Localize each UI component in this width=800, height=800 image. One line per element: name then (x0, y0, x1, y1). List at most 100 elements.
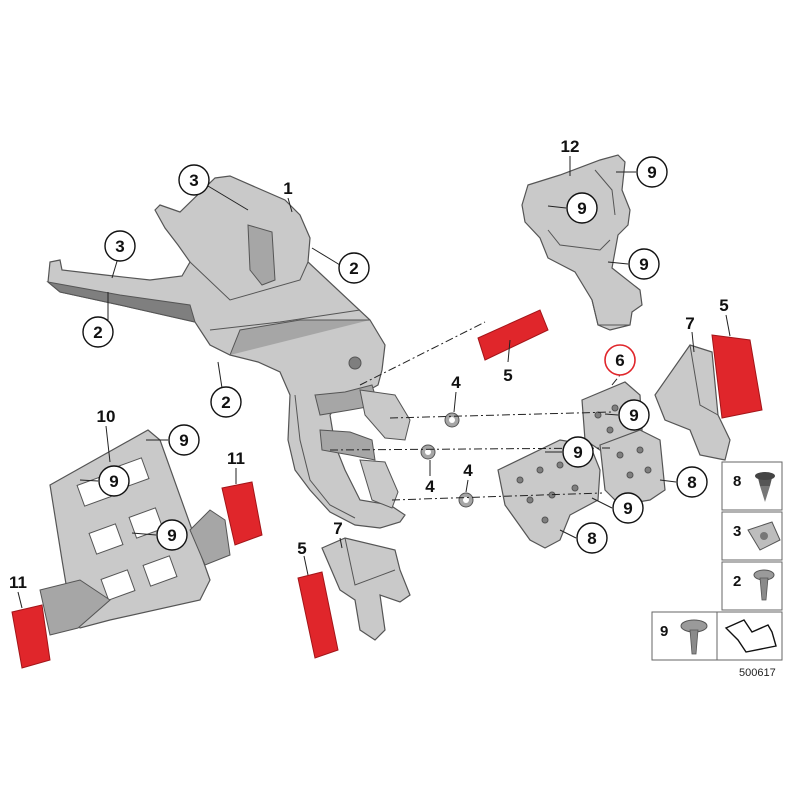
callout-c2c: 2 (210, 386, 242, 418)
callout-c4b: 4 (425, 477, 435, 496)
callout-label-c8b: 8 (587, 529, 596, 548)
callout-ring-c9i (156, 519, 188, 551)
callout-ring-c9f (612, 492, 644, 524)
reflector-holder-part-7-right (654, 344, 731, 461)
clip-nut-icon (747, 521, 781, 551)
callout-c10: 10 (97, 407, 116, 426)
callout-label-c3a: 3 (189, 171, 198, 190)
callout-c7b: 7 (333, 519, 342, 538)
leader-line-c7b (339, 537, 343, 549)
callout-c9e: 9 (562, 436, 594, 468)
callout-label-c8a: 8 (687, 473, 696, 492)
callout-label-c10: 10 (97, 407, 116, 426)
callout-c9h: 9 (98, 465, 130, 497)
legend-label-1: 8 (733, 473, 741, 490)
leader-line-c9h (79, 479, 99, 482)
leader-line-c2c (217, 361, 223, 389)
callout-ring-c9b (566, 192, 598, 224)
callout-label-c2c: 2 (221, 393, 230, 412)
reflector-part-5-left (297, 571, 339, 659)
callout-c4a: 4 (451, 373, 461, 392)
callout-ring-c3a (178, 164, 210, 196)
fastener-legend: 8 3 2 9 500617 (651, 461, 783, 679)
callout-label-c9d: 9 (629, 406, 638, 425)
leader-line-c1 (287, 197, 293, 213)
callout-label-c1: 1 (283, 179, 292, 198)
callout-label-c9b: 9 (577, 199, 586, 218)
callout-c9d: 9 (618, 399, 650, 431)
callout-ring-c2a (338, 252, 370, 284)
leader-line-c5b (725, 314, 731, 337)
callout-ring-c9d (618, 399, 650, 431)
reflector-part-11-left (11, 604, 51, 669)
callout-label-c9c: 9 (639, 255, 648, 274)
callout-label-c5a: 5 (503, 366, 512, 385)
reflector-part-5-top (477, 309, 549, 361)
legend-label-2: 3 (733, 523, 741, 540)
callout-label-c2a: 2 (349, 259, 358, 278)
callout-ring-c9g (168, 424, 200, 456)
nut-part-4-bottom (458, 492, 474, 508)
leader-line-c9i (131, 532, 157, 536)
callout-label-c9h: 9 (109, 472, 118, 491)
callout-c8b: 8 (576, 522, 608, 554)
callout-ring-c9h (98, 465, 130, 497)
callout-ring-c9a (636, 156, 668, 188)
callout-c9c: 9 (628, 248, 660, 280)
callout-label-c7a: 7 (685, 314, 694, 333)
leader-line-c5a (507, 339, 511, 363)
leader-line-c4a (453, 391, 457, 413)
leader-line-c9b (547, 205, 567, 209)
leader-line-c9f (591, 497, 613, 509)
callout-label-c4a: 4 (451, 373, 461, 392)
callout-ring-c2c (210, 386, 242, 418)
callout-ring-c3b (104, 230, 136, 262)
reflector-holder-part-7-left (321, 537, 411, 641)
leader-line-c2a (311, 247, 341, 266)
callout-c9g: 9 (168, 424, 200, 456)
callout-c5b: 5 (719, 296, 728, 315)
callout-ring-c9e (562, 436, 594, 468)
callout-c9b: 9 (566, 192, 598, 224)
leader-line-c9c (607, 261, 629, 265)
callout-c9f: 9 (612, 492, 644, 524)
nut-part-4-top (444, 412, 460, 428)
callout-label-c12: 12 (561, 137, 580, 156)
leader-line-c8b (559, 529, 577, 539)
legend-cell-1 (721, 461, 783, 511)
leader-line-c10 (105, 425, 111, 463)
callout-label-c9g: 9 (179, 431, 188, 450)
leader-line-c4c (465, 479, 469, 493)
assembly-lines (329, 321, 621, 501)
callout-c11a: 11 (227, 449, 245, 468)
flange-screw-icon (680, 619, 708, 655)
callout-c7a: 7 (685, 314, 694, 333)
callout-ring-c6 (604, 344, 636, 376)
callout-c5c: 5 (297, 539, 306, 558)
callout-c5a: 5 (503, 366, 512, 385)
kit-arrow-icon (724, 619, 777, 653)
callout-label-c9e: 9 (573, 443, 582, 462)
legend-label-4: 9 (660, 623, 668, 640)
callout-c6: 6 (604, 344, 636, 376)
leader-line-c9d (604, 413, 619, 416)
callout-c11b: 11 (9, 573, 27, 592)
callout-c4c: 4 (463, 461, 473, 480)
rear-frame-part-1 (46, 175, 411, 529)
callout-ring-c8b (576, 522, 608, 554)
callout-label-c9f: 9 (623, 499, 632, 518)
torx-screw-icon (753, 569, 775, 601)
plate-bracket-part-10 (39, 429, 211, 636)
callout-label-c4c: 4 (463, 461, 473, 480)
diagram-number: 500617 (739, 667, 776, 679)
plate-part-8-small (599, 429, 666, 506)
callout-c1: 1 (283, 179, 292, 198)
callout-ring-c8a (676, 466, 708, 498)
callout-label-c6: 6 (615, 351, 624, 370)
callout-label-c2b: 2 (93, 323, 102, 342)
callout-c9i: 9 (156, 519, 188, 551)
callout-c3b: 3 (104, 230, 136, 262)
callout-ring-c9c (628, 248, 660, 280)
